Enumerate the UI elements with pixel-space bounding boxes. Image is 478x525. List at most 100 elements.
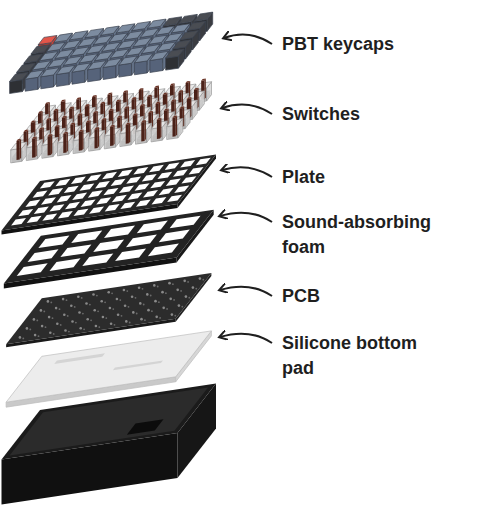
keycap-dish bbox=[74, 49, 86, 55]
pcb-hole bbox=[176, 289, 179, 292]
foam bbox=[4, 210, 214, 289]
pcb-hole bbox=[70, 305, 73, 308]
pcb-pad bbox=[188, 297, 190, 299]
switch-stem-side bbox=[160, 118, 161, 139]
switch-stem-top bbox=[126, 122, 131, 124]
pcb-pad bbox=[135, 297, 137, 299]
case-battery bbox=[127, 419, 164, 435]
keycap-dish bbox=[105, 44, 117, 50]
keycap-dish bbox=[135, 23, 147, 29]
leader-line bbox=[220, 213, 272, 222]
pcb-hole bbox=[131, 295, 134, 298]
keycap-dish bbox=[152, 37, 164, 43]
part-label: Switches bbox=[282, 102, 472, 127]
plate-hole bbox=[112, 195, 127, 202]
plate-hole bbox=[57, 195, 72, 202]
pcb-pad bbox=[166, 308, 168, 310]
keycap-dish bbox=[35, 46, 47, 52]
keycap-dish bbox=[59, 51, 71, 57]
part-label: PBT keycaps bbox=[282, 32, 472, 57]
keycap-dish bbox=[60, 67, 72, 73]
switch-stem-top bbox=[141, 120, 146, 122]
plate-hole bbox=[181, 176, 196, 183]
switch-stem-top bbox=[173, 115, 178, 117]
leader-line bbox=[222, 167, 272, 177]
pcb-hole bbox=[140, 318, 143, 321]
plate-hole bbox=[96, 197, 111, 204]
pcb-pad bbox=[67, 315, 69, 317]
pcb-pad bbox=[187, 281, 189, 283]
pcb-hole bbox=[85, 302, 88, 305]
pcb-pad bbox=[114, 324, 116, 326]
pcb-hole bbox=[56, 323, 59, 326]
pcb-pad bbox=[59, 308, 61, 310]
switch-stem-top bbox=[178, 90, 183, 92]
plate-hole bbox=[58, 211, 73, 218]
keycap-dish bbox=[57, 35, 69, 41]
keycap-dish bbox=[167, 19, 179, 25]
switch-stem-top bbox=[201, 79, 206, 81]
pcb-pad bbox=[151, 310, 153, 312]
leader-line bbox=[220, 334, 272, 343]
keycap-dish bbox=[161, 44, 173, 50]
foam-cutout bbox=[170, 216, 201, 229]
pcb-hole bbox=[117, 313, 120, 316]
foam-top bbox=[4, 210, 214, 284]
switch-stem-front bbox=[95, 129, 98, 149]
switch-stem-top bbox=[194, 88, 199, 90]
foam-cutout bbox=[17, 263, 48, 276]
pcb-pad bbox=[105, 317, 107, 319]
pcb-hole bbox=[162, 307, 165, 310]
pcb-hole bbox=[168, 282, 171, 285]
switch-stem-front bbox=[48, 136, 51, 156]
pcb-hole bbox=[124, 304, 127, 307]
plate-hole bbox=[180, 160, 195, 167]
foam-cutout bbox=[148, 244, 179, 257]
keycap-dish bbox=[20, 65, 32, 71]
pcb-pad bbox=[98, 326, 100, 328]
plate-hole bbox=[174, 186, 189, 193]
switch-stem-top bbox=[147, 95, 152, 97]
switch-stem-front bbox=[141, 122, 144, 141]
keycap-dish bbox=[128, 32, 140, 38]
pcb-hole bbox=[47, 300, 50, 303]
pcb-hole bbox=[171, 313, 174, 316]
keycap-dish bbox=[113, 35, 125, 41]
pcb-pad bbox=[181, 306, 183, 308]
pcb-hole bbox=[154, 300, 157, 303]
plate bbox=[2, 155, 217, 235]
keycap-dish bbox=[183, 32, 195, 38]
pcb-hole bbox=[79, 327, 82, 330]
plate-hole bbox=[95, 181, 110, 189]
leader-line bbox=[220, 287, 272, 296]
switch-stem-top bbox=[63, 132, 68, 134]
keycap-dish bbox=[107, 60, 119, 66]
pcb-hole bbox=[55, 307, 58, 310]
plate-hole bbox=[150, 181, 165, 188]
plate-hole bbox=[135, 183, 150, 190]
keycap-top bbox=[166, 49, 184, 58]
pcb-pad bbox=[82, 313, 84, 315]
keyboard-layers bbox=[2, 12, 217, 504]
keycap-dish bbox=[104, 28, 116, 34]
keycap-dish bbox=[175, 25, 187, 31]
switch-stem-top bbox=[164, 109, 169, 111]
plate-hole bbox=[127, 193, 142, 200]
keycap-dish bbox=[120, 26, 132, 32]
foam-cutout bbox=[82, 253, 113, 266]
keycap-dish bbox=[89, 30, 101, 36]
leader-line bbox=[222, 105, 272, 114]
pcb-hole bbox=[77, 296, 80, 299]
plate-hole bbox=[149, 165, 164, 172]
keycap-dish bbox=[73, 33, 85, 39]
switch-stem-top bbox=[61, 100, 66, 102]
pcb-pad bbox=[174, 315, 176, 317]
keycap-front bbox=[25, 77, 38, 91]
plate-hole bbox=[74, 209, 89, 216]
plate-hole bbox=[18, 209, 33, 216]
switch-stem-side bbox=[20, 139, 21, 160]
switch-stem-top bbox=[78, 113, 83, 115]
keycap-front bbox=[56, 73, 69, 87]
